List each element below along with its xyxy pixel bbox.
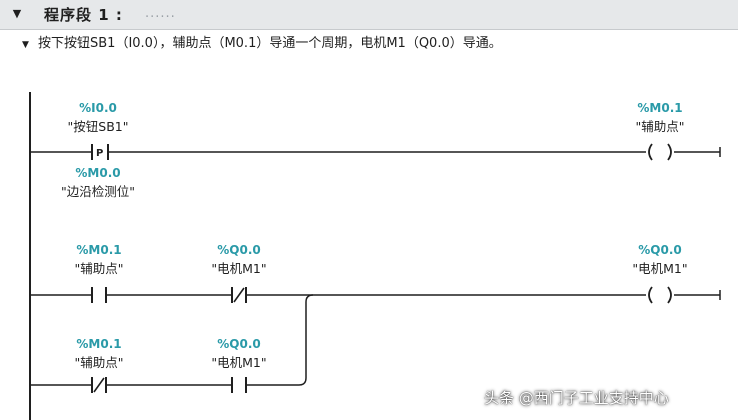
- operand-address[interactable]: %M0.1: [76, 337, 121, 351]
- branch-join: [298, 294, 314, 386]
- operand-name[interactable]: "按钮SB1": [68, 119, 129, 134]
- rung-3-branch: %M0.1 "辅助点" %Q0.0 "电机M1": [30, 294, 314, 393]
- operand-name[interactable]: "电机M1": [211, 355, 266, 370]
- operand-address[interactable]: %I0.0: [79, 101, 117, 115]
- no-contact[interactable]: [91, 287, 107, 303]
- operand-address[interactable]: %M0.1: [76, 243, 121, 257]
- network-comment[interactable]: 按下按钮SB1（I0.0），辅助点（M0.1）导通一个周期，电机M1（Q0.0）…: [38, 36, 502, 51]
- watermark: 头条 @西门子工业支持中心: [484, 389, 669, 407]
- edge-memory-name[interactable]: "边沿检测位": [61, 184, 135, 199]
- output-coil[interactable]: [648, 143, 672, 161]
- edge-memory-address[interactable]: %M0.0: [75, 166, 120, 180]
- network-title[interactable]: 程序段 1 :: [44, 6, 123, 24]
- nc-contact[interactable]: [91, 377, 107, 393]
- coil-address[interactable]: %Q0.0: [638, 243, 681, 257]
- operand-name[interactable]: "辅助点": [75, 261, 124, 276]
- operand-name[interactable]: "辅助点": [75, 355, 124, 370]
- nc-contact[interactable]: [231, 287, 247, 303]
- network-header: ▼ 程序段 1 : ......: [0, 0, 738, 30]
- operand-address[interactable]: %Q0.0: [217, 243, 260, 257]
- rung-2: %M0.1 "辅助点" %Q0.0 "电机M1" %Q0.0 "电机M1": [30, 243, 721, 304]
- rung-1: P %I0.0 "按钮SB1" %M0.0 "边沿检测位" %M0.1 "辅助点…: [30, 101, 721, 199]
- coil-name[interactable]: "电机M1": [632, 261, 687, 276]
- coil-address[interactable]: %M0.1: [637, 101, 682, 115]
- output-coil[interactable]: [648, 286, 672, 304]
- network-title-placeholder[interactable]: ......: [145, 6, 176, 21]
- operand-address[interactable]: %Q0.0: [217, 337, 260, 351]
- coil-name[interactable]: "辅助点": [636, 119, 685, 134]
- operand-name[interactable]: "电机M1": [211, 261, 266, 276]
- p-edge-contact[interactable]: P: [91, 144, 109, 160]
- p-edge-letter: P: [96, 148, 103, 159]
- collapse-comment-icon[interactable]: ▼: [22, 40, 29, 50]
- no-contact[interactable]: [231, 377, 247, 393]
- collapse-network-icon[interactable]: ▼: [12, 7, 22, 20]
